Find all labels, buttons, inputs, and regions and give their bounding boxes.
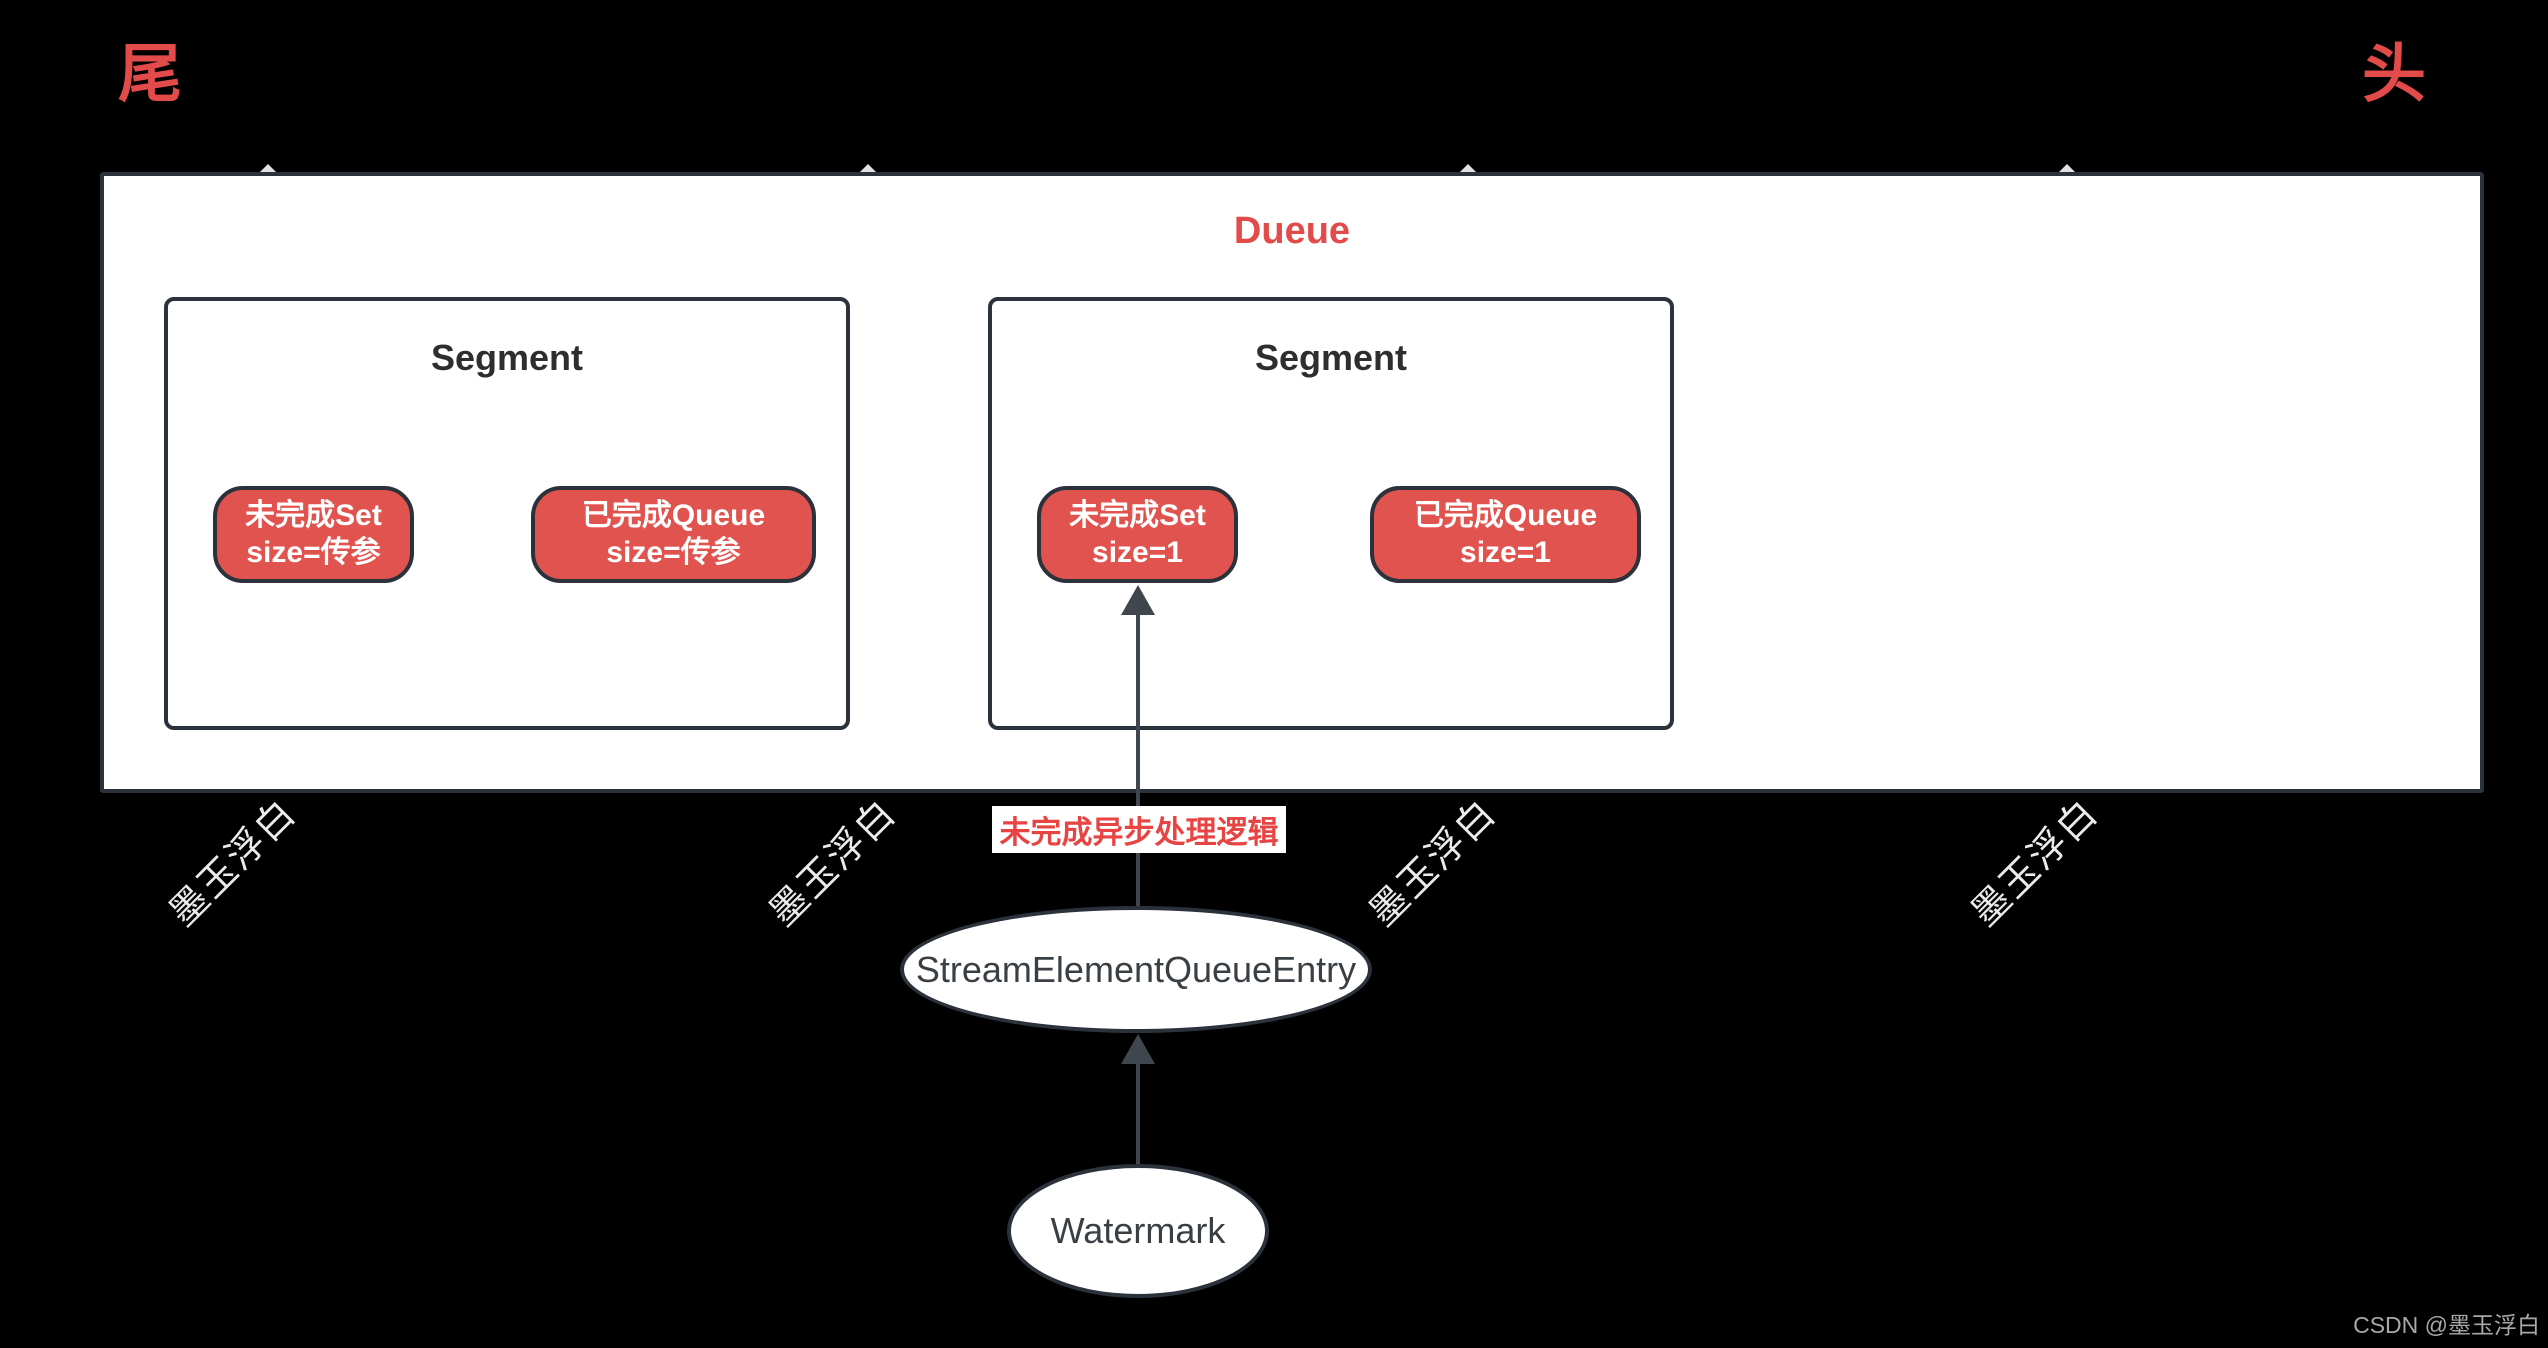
pill-line2: size=传参 [246, 535, 381, 569]
pill-line1: 已完成Queue [581, 498, 766, 532]
pill-line1: 已完成Queue [1413, 498, 1598, 532]
watermark-tip-icon [2059, 164, 2075, 172]
credit-label: CSDN @墨玉浮白 [2353, 1312, 2540, 1338]
watermark-tip-icon [260, 164, 276, 172]
pill-done-queue: 已完成Queue size=1 [1370, 486, 1641, 583]
stream-element-queue-entry-node: StreamElementQueueEntry [900, 906, 1372, 1033]
watermark-tip-icon [1460, 164, 1476, 172]
watermark-node: Watermark [1007, 1164, 1269, 1298]
flow-arrowhead-icon [1121, 1034, 1155, 1064]
annotation-label: 未完成异步处理逻辑 [992, 806, 1286, 853]
pill-pending-set: 未完成Set size=传参 [213, 486, 414, 583]
pill-done-queue: 已完成Queue size=传参 [531, 486, 816, 583]
pill-line2: size=1 [1460, 535, 1551, 569]
dueue-container: Dueue Segment 未完成Set size=传参 已完成Queue si… [100, 172, 2484, 793]
dueue-title: Dueue [1233, 210, 1351, 252]
node-label: StreamElementQueueEntry [915, 948, 1357, 990]
watermark-tip-icon [860, 164, 876, 172]
segment-title: Segment [430, 337, 584, 378]
pill-pending-set: 未完成Set size=1 [1037, 486, 1238, 583]
segment-box-left: Segment 未完成Set size=传参 已完成Queue size=传参 [164, 297, 850, 730]
diagonal-watermark: 墨玉浮白 [161, 791, 305, 935]
pill-line2: size=1 [1092, 535, 1183, 569]
segment-title: Segment [1254, 337, 1408, 378]
head-label: 头 [2362, 38, 2426, 110]
diagonal-watermark: 墨玉浮白 [1361, 791, 1505, 935]
pill-line2: size=传参 [606, 535, 741, 569]
flow-arrowhead-icon [1121, 585, 1155, 615]
diagonal-watermark: 墨玉浮白 [1963, 791, 2107, 935]
pill-line1: 未完成Set [1069, 498, 1206, 532]
tail-label: 尾 [118, 38, 182, 110]
segment-box-right: Segment 未完成Set size=1 已完成Queue size=1 [988, 297, 1674, 730]
diagonal-watermark: 墨玉浮白 [761, 791, 905, 935]
flow-arrow-entry-to-pill [1136, 612, 1140, 908]
node-label: Watermark [1050, 1210, 1226, 1251]
flow-arrow-watermark-to-entry [1136, 1061, 1140, 1165]
pill-line1: 未完成Set [245, 498, 382, 532]
